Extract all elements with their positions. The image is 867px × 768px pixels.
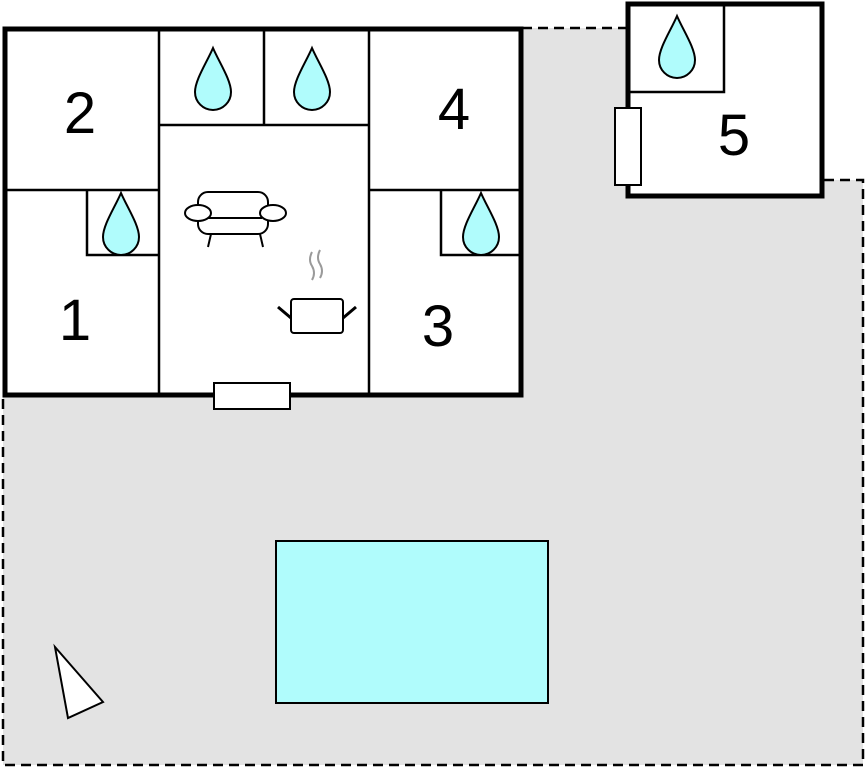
pool [275, 540, 549, 704]
water-drop-icon [101, 190, 141, 256]
compass-north-icon [53, 643, 105, 720]
door-icon [614, 107, 642, 186]
annex-building [614, 1, 825, 199]
water-drop-icon [461, 190, 501, 256]
room-label-3: 3 [422, 294, 454, 359]
cooking-pot-icon [277, 249, 357, 334]
sofa-icon [184, 191, 287, 248]
room-label-2: 2 [64, 81, 96, 146]
room-label-4: 4 [438, 77, 470, 142]
room-label-5: 5 [718, 103, 750, 168]
plot-boundary-main [1, 178, 865, 767]
water-drop-icon [193, 45, 233, 111]
water-drop-icon [657, 13, 697, 79]
room-label-1: 1 [59, 288, 91, 353]
water-drop-icon [292, 45, 332, 111]
door-icon [213, 382, 291, 410]
